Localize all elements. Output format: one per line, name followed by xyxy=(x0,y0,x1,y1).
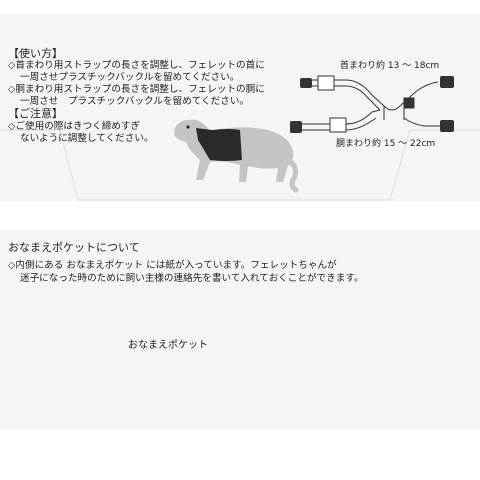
caution-line-2: ないように調整してください。 xyxy=(20,133,154,144)
usage-line-3: ◇胴まわり用ストラップの長さを調整し、フェレットの胴に xyxy=(8,84,265,95)
instruction-card-bottom xyxy=(0,230,480,430)
ferret-eye xyxy=(186,125,190,129)
ferret-illustration xyxy=(174,119,299,193)
buckle-icon xyxy=(290,76,454,133)
usage-heading: 【使い方】 xyxy=(8,47,63,60)
pocket-section-title: おなまえポケットについて xyxy=(8,241,140,254)
pocket-desc-line-2: 迷子になった時のために飼い主様の連絡先を書いて入れておくことができます。 xyxy=(20,273,364,284)
usage-line-2: 一周させプラスチックバックルを留めてください。 xyxy=(20,72,240,83)
usage-line-4: 一周させ プラスチックバックルを留めてください。 xyxy=(20,96,250,107)
usage-line-1: ◇首まわり用ストラップの長さを調整し、フェレットの首に xyxy=(8,60,265,71)
body-size-label: 胴まわり約 15 ～ 22cm xyxy=(336,139,436,149)
pocket-desc-line-1: ◇内側にある おなまえポケット には紙が入っています。フェレットちゃんが xyxy=(8,260,337,271)
name-pocket-small xyxy=(403,97,415,109)
pocket-label: おなまえポケット xyxy=(128,340,208,351)
caution-line-1: ◇ご使用の際はきつく締めすぎ xyxy=(8,121,141,132)
caution-heading: 【ご注意】 xyxy=(8,107,63,120)
card-fold-line xyxy=(0,129,480,201)
neck-size-label: 首まわり約 13 ～ 18cm xyxy=(340,61,440,71)
harness-on-ferret xyxy=(196,128,242,161)
harness-diagram-top xyxy=(300,75,440,133)
